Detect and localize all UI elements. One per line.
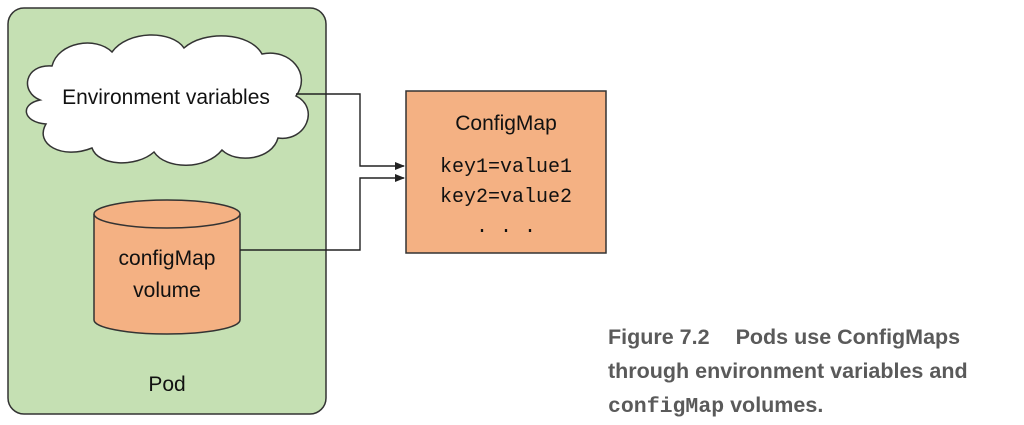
- cylinder-body: [93, 214, 241, 335]
- volume-label-line2: volume: [133, 279, 201, 302]
- configmap-volume-cylinder: configMap volume: [93, 199, 241, 335]
- caption-line3-end: volumes.: [724, 393, 824, 417]
- configmap-title: ConfigMap: [455, 112, 557, 135]
- cylinder-top: [93, 199, 241, 229]
- volume-label-line1: configMap: [119, 247, 216, 270]
- caption-line2: through environment variables and: [608, 359, 968, 383]
- environment-variables-cloud: Environment variables: [25, 34, 309, 166]
- environment-variables-label: Environment variables: [62, 86, 270, 109]
- arrow-env-to-configmap: [296, 93, 405, 170]
- caption-line1: Pods use ConfigMaps: [735, 325, 961, 349]
- figure-caption: Figure 7.2 Pods use ConfigMaps through en…: [608, 320, 1020, 424]
- configmap-box: ConfigMap key1=value1 key2=value2 . . .: [405, 90, 607, 254]
- arrow-volume-to-configmap: [240, 174, 405, 251]
- figure-number: Figure 7.2: [608, 325, 710, 349]
- configmap-entry-1: key1=value1: [440, 156, 572, 179]
- caption-code: configMap: [608, 395, 725, 419]
- configmap-entry-2: key2=value2: [440, 186, 572, 209]
- pod-label: Pod: [148, 373, 185, 396]
- configmap-entry-ellipsis: . . .: [476, 216, 536, 239]
